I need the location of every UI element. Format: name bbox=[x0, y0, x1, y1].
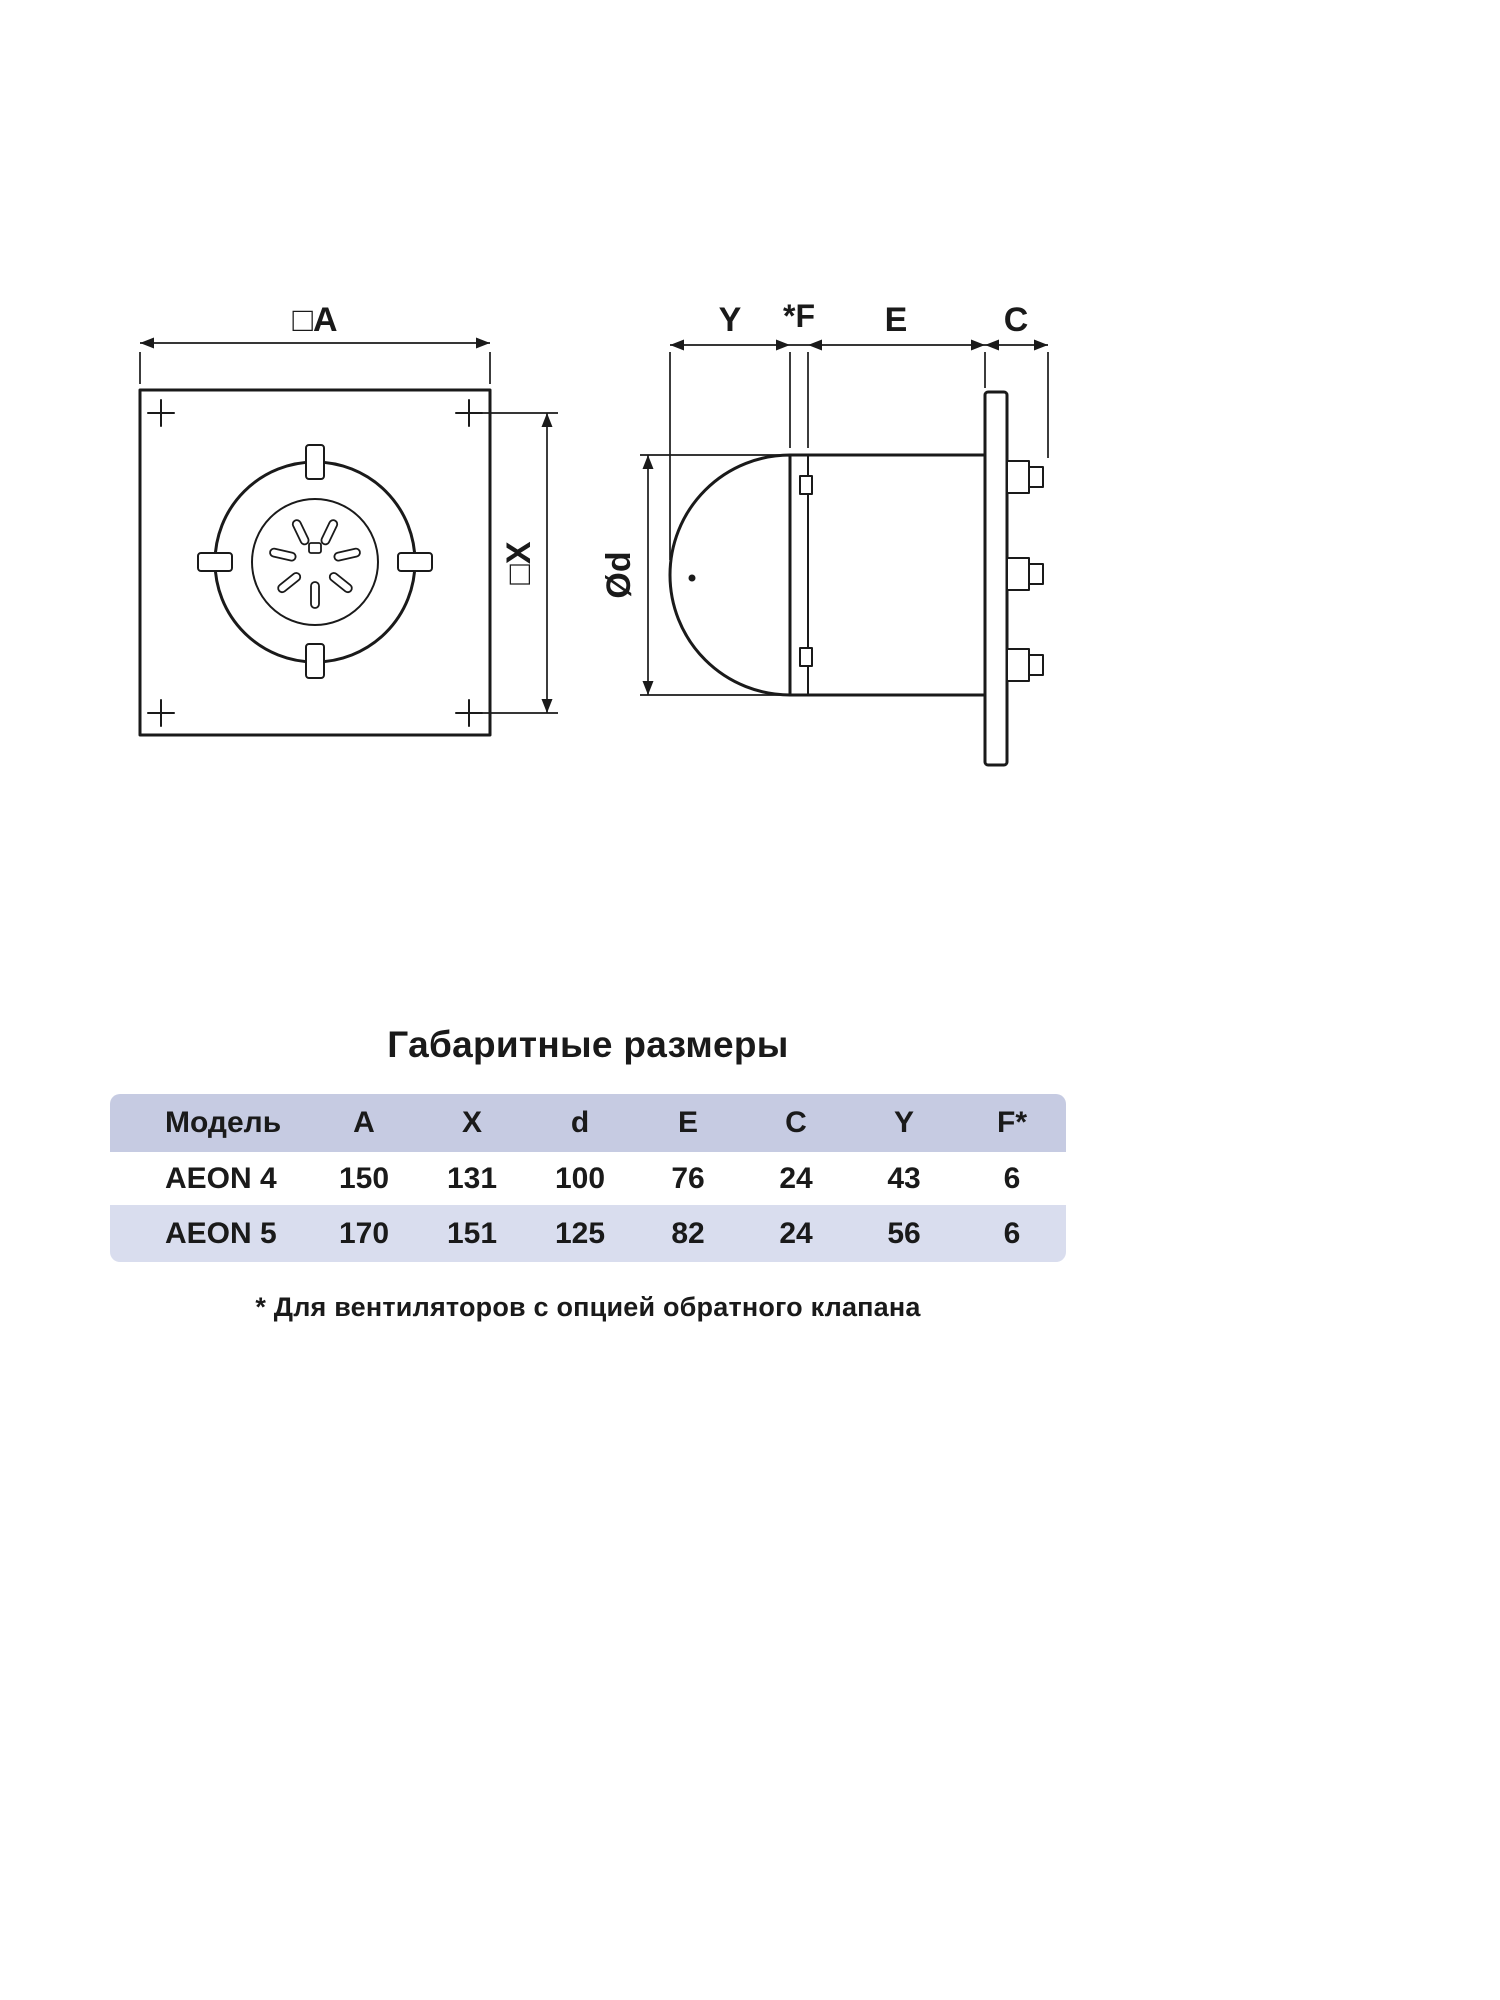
dimensions-table: Модель A X d E C Y F* AEON 4 150 131 100… bbox=[110, 1094, 1066, 1262]
table-row: AEON 5 170 151 125 82 24 56 6 bbox=[110, 1205, 1066, 1262]
fan-grille-circle bbox=[251, 498, 379, 626]
dim-label-x: □X bbox=[500, 541, 538, 585]
dimension-a: □A bbox=[139, 301, 491, 384]
housing-clips bbox=[197, 444, 433, 679]
dimension-drawings: □A □X bbox=[138, 298, 1049, 767]
body-clip-slot-bottom bbox=[799, 647, 813, 667]
table-cell-model: AEON 4 bbox=[165, 1161, 277, 1195]
table-cell: 56 bbox=[887, 1216, 921, 1250]
table-cell: 6 bbox=[1003, 1161, 1021, 1195]
dim-label-y: Y bbox=[719, 301, 742, 339]
fan-body-outline bbox=[788, 453, 987, 697]
table-cell: 82 bbox=[671, 1216, 705, 1250]
front-view-drawing: □A □X bbox=[138, 301, 558, 737]
table-cell-model: AEON 5 bbox=[165, 1216, 277, 1250]
grille-slots bbox=[269, 519, 361, 609]
dim-label-c: C bbox=[1004, 301, 1029, 339]
table-cell: 24 bbox=[779, 1216, 813, 1250]
table-header-row: Модель A X d E C Y F* bbox=[110, 1094, 1066, 1152]
table-header-cell: F* bbox=[997, 1106, 1027, 1139]
table-header-cell: E bbox=[677, 1106, 698, 1139]
mounting-plate bbox=[983, 390, 1009, 767]
dome-dot bbox=[688, 574, 696, 582]
footnote: * Для вентиляторов с опцией обратного кл… bbox=[255, 1292, 921, 1322]
body-clip-slot-top bbox=[799, 475, 813, 495]
table-cell: 150 bbox=[338, 1161, 390, 1195]
table-header-cell: Y bbox=[893, 1106, 914, 1139]
table-cell: 151 bbox=[446, 1216, 498, 1250]
dim-label-e: E bbox=[885, 301, 908, 339]
dim-label-d: Ød bbox=[600, 551, 638, 598]
dimension-chain-top: Y *F E C bbox=[669, 298, 1049, 560]
mounting-hole-crosses bbox=[147, 399, 483, 727]
table-row: AEON 4 150 131 100 76 24 43 6 bbox=[110, 1152, 1066, 1205]
table-cell: 170 bbox=[338, 1216, 390, 1250]
side-view-drawing: Y *F E C Ød bbox=[600, 298, 1049, 767]
table-header-cell: d bbox=[570, 1106, 590, 1139]
dim-label-f: *F bbox=[783, 298, 815, 334]
dim-label-a: □A bbox=[292, 301, 337, 339]
fan-dome bbox=[668, 453, 792, 697]
table-header-cell: Модель bbox=[165, 1106, 282, 1139]
duct-spigots bbox=[1006, 460, 1044, 682]
dimension-x: □X bbox=[481, 412, 558, 714]
table-cell: 76 bbox=[671, 1161, 705, 1195]
table-header-cell: X bbox=[461, 1106, 482, 1139]
dimension-d: Ød bbox=[600, 454, 790, 696]
table-header-cell: C bbox=[785, 1106, 807, 1139]
table-header-cell: A bbox=[353, 1106, 375, 1139]
table-cell: 131 bbox=[446, 1161, 498, 1195]
front-plate-outline bbox=[138, 388, 492, 737]
table-cell: 43 bbox=[887, 1161, 921, 1195]
table-cell: 100 bbox=[554, 1161, 606, 1195]
page-title: Габаритные размеры bbox=[387, 1024, 789, 1065]
table-cell: 6 bbox=[1003, 1216, 1021, 1250]
table-cell: 24 bbox=[779, 1161, 813, 1195]
table-cell: 125 bbox=[554, 1216, 606, 1250]
